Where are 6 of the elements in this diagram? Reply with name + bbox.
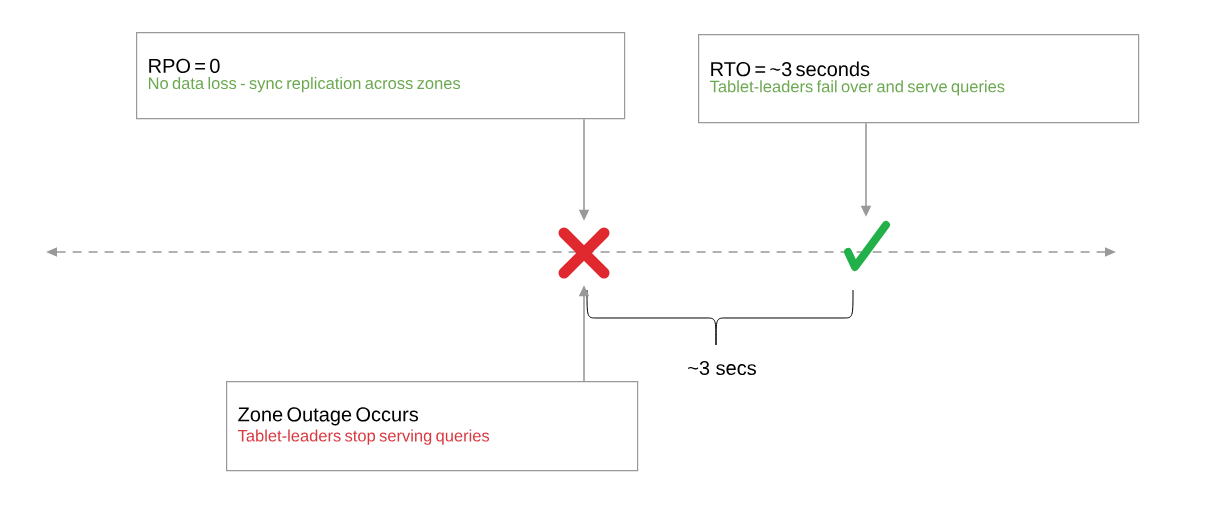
callout-box: RTO = ~3 seconds Tablet-leaders fail over and serve queries — [698, 34, 1140, 124]
callout-box: Zone Outage Occurs Tablet-leaders stop serving queries — [226, 381, 639, 472]
callout-box: RPO = 0 No data loss - sync replication across zones — [136, 32, 626, 120]
cross-mark — [558, 227, 610, 279]
check-mark — [844, 221, 890, 271]
dimension-label: ~3 secs — [688, 360, 756, 376]
